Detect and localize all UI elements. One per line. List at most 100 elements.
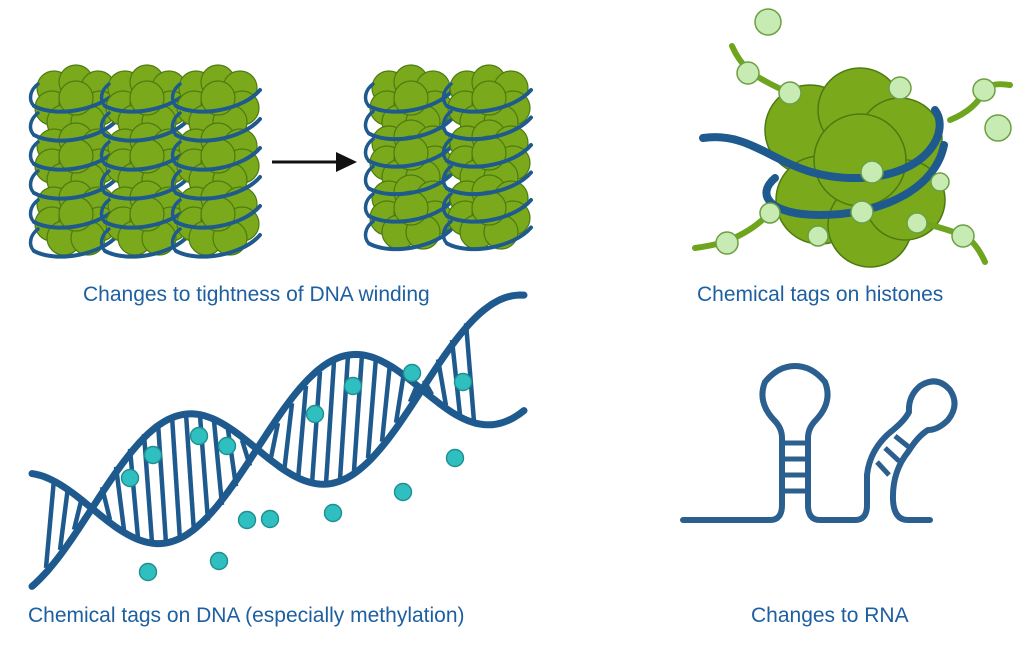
dna-coil-back [363, 137, 375, 163]
dna-coil-back [441, 192, 453, 218]
dna-coil-back [99, 227, 111, 253]
dna-coil [367, 225, 455, 252]
chemical-tag [888, 76, 912, 100]
dna-coil-back [441, 82, 453, 108]
dna-coil [32, 233, 120, 259]
nucleosome-column [441, 64, 533, 252]
base-pair-rung [183, 413, 197, 533]
histone-blob [129, 80, 165, 116]
dna-coil [367, 198, 455, 224]
base-pair-rung [309, 371, 323, 484]
dna-coil [445, 198, 533, 224]
caption-dna-tags: Chemical tags on DNA (especially methyla… [28, 604, 465, 627]
methyl-tag [138, 562, 158, 582]
dna-coil [103, 117, 191, 143]
dna-coil [445, 225, 533, 252]
base-pair-rung [337, 355, 351, 480]
dna-coil [445, 115, 533, 142]
caption-histone-tags: Chemical tags on histones [697, 283, 944, 306]
histone-blob [393, 80, 429, 116]
methyl-tag [393, 482, 413, 502]
base-pair-rung [211, 420, 225, 506]
dna-coil [174, 204, 262, 230]
dna-coil [174, 233, 262, 259]
methyl-tag [343, 376, 363, 396]
panel-dna-tags: Chemical tags on DNA (especially methyla… [28, 291, 528, 627]
dna-coil-back [170, 227, 182, 253]
dna-coil-back [99, 198, 111, 224]
base-pair-rung [113, 466, 127, 531]
methyl-tag [453, 372, 473, 392]
chemical-tag [906, 212, 928, 234]
panel-histone-tags: Chemical tags on histones [0, 0, 1024, 320]
dna-coil-back [99, 169, 111, 195]
nucleosome-column [170, 64, 262, 259]
chemical-tag [759, 202, 781, 224]
base-pair-rung [365, 356, 379, 459]
dna-coil [174, 88, 262, 114]
dna-coil-back [28, 82, 40, 108]
nucleosome-column [28, 64, 120, 259]
dna-coil [174, 117, 262, 143]
base-pair-rung [57, 486, 71, 551]
dna-coil [103, 175, 191, 201]
base-pair-rung [281, 403, 295, 473]
methyl-tag [120, 468, 140, 488]
dna-coil [174, 175, 262, 201]
dna-coil [32, 117, 120, 143]
dna-coil-back [28, 227, 40, 253]
base-pair-rung [463, 323, 477, 422]
base-pair-rung [379, 363, 393, 442]
dna-coil [367, 115, 455, 142]
chemical-tag [736, 61, 760, 85]
dna-coil [445, 88, 533, 114]
dna-coil [367, 143, 455, 169]
dna-coil [103, 233, 191, 259]
histone-blob [471, 80, 507, 116]
caption-rna-changes: Changes to RNA [751, 604, 909, 627]
rna-base-pair [893, 434, 912, 450]
chemical-tag [715, 231, 739, 255]
dna-coil-back [99, 82, 111, 108]
panel-dna-winding: Changes to tightness of DNA winding [0, 0, 560, 320]
dna-coil-back [28, 198, 40, 224]
rna-base-pair [875, 460, 891, 477]
dna-coil-back [170, 82, 182, 108]
base-pair-rung [127, 448, 141, 538]
chemical-tag [930, 172, 950, 192]
methyl-tag [445, 448, 465, 468]
nucleosome-column [363, 64, 455, 252]
base-pair-rung [43, 478, 57, 569]
dna-coil-back [363, 219, 375, 246]
chemical-tag [972, 78, 996, 102]
dna-coil [32, 175, 120, 201]
dna-coil-back [170, 140, 182, 166]
methyl-tag [260, 509, 280, 529]
rna-strand [680, 363, 870, 523]
base-pair-rung [295, 385, 309, 480]
histone-blob [200, 80, 236, 116]
methyl-tag [237, 510, 257, 530]
base-pair-rung [323, 361, 337, 484]
dna-coil [367, 170, 455, 197]
chemical-tag [807, 225, 829, 247]
methyl-tag [143, 445, 163, 465]
methyl-tag [189, 426, 209, 446]
dna-coil-back [441, 219, 453, 246]
dna-coil-back [441, 137, 453, 163]
base-pair-rung [393, 371, 407, 424]
methyl-tag [209, 551, 229, 571]
dna-coil-back [28, 111, 40, 137]
dna-helix-illustration [28, 291, 528, 590]
base-pair-rung [155, 422, 169, 544]
dna-backbone-strand [28, 350, 528, 548]
methyl-tag [305, 404, 325, 424]
dna-coil-back [441, 109, 453, 136]
dna-wrap [762, 141, 948, 220]
dna-coil-back [99, 111, 111, 137]
dna-coil [174, 146, 262, 172]
dna-coil [445, 143, 533, 169]
dna-coil [445, 170, 533, 197]
